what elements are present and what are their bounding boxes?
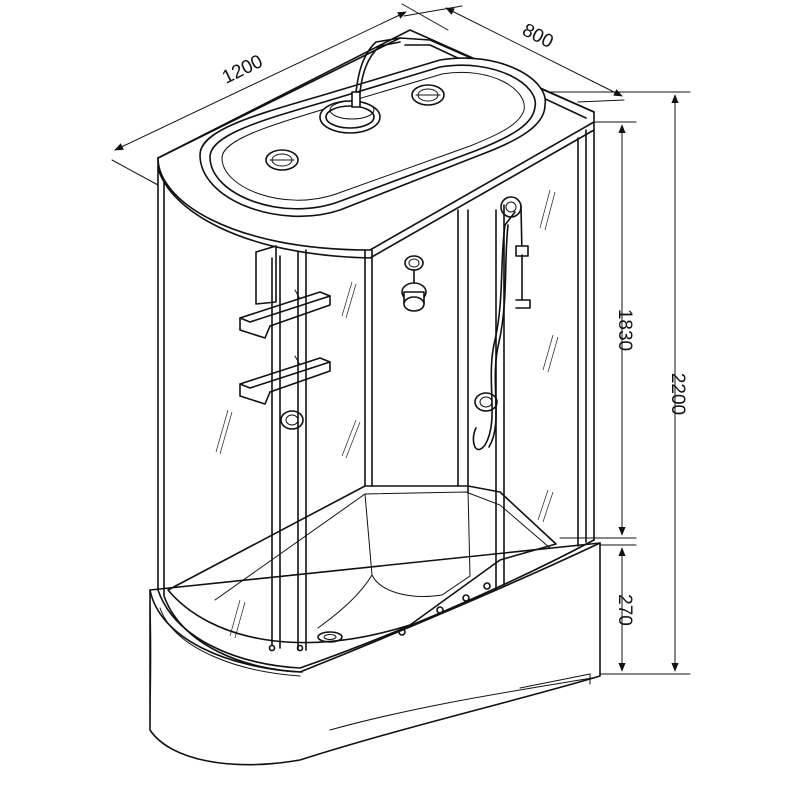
shower-tray: [149, 485, 601, 766]
roof-cover: [157, 29, 595, 259]
back-wall: [255, 209, 469, 493]
control-knob: [404, 255, 424, 283]
width-dimension-label: 1200: [219, 51, 266, 88]
door-handle: [474, 392, 498, 412]
cabin-frame: [157, 121, 595, 673]
control-knob: [401, 282, 427, 312]
glass-shelf: [239, 355, 331, 405]
depth-dimension-label: 800: [519, 20, 557, 53]
door-handle: [280, 410, 304, 430]
glass-shelf: [239, 289, 331, 339]
hand-shower: [472, 196, 531, 451]
glass-reflection: [215, 189, 559, 639]
total-height-label: 2200: [667, 373, 688, 415]
cabin-height-label: 1830: [614, 309, 635, 351]
tray-height-label: 270: [614, 594, 635, 626]
